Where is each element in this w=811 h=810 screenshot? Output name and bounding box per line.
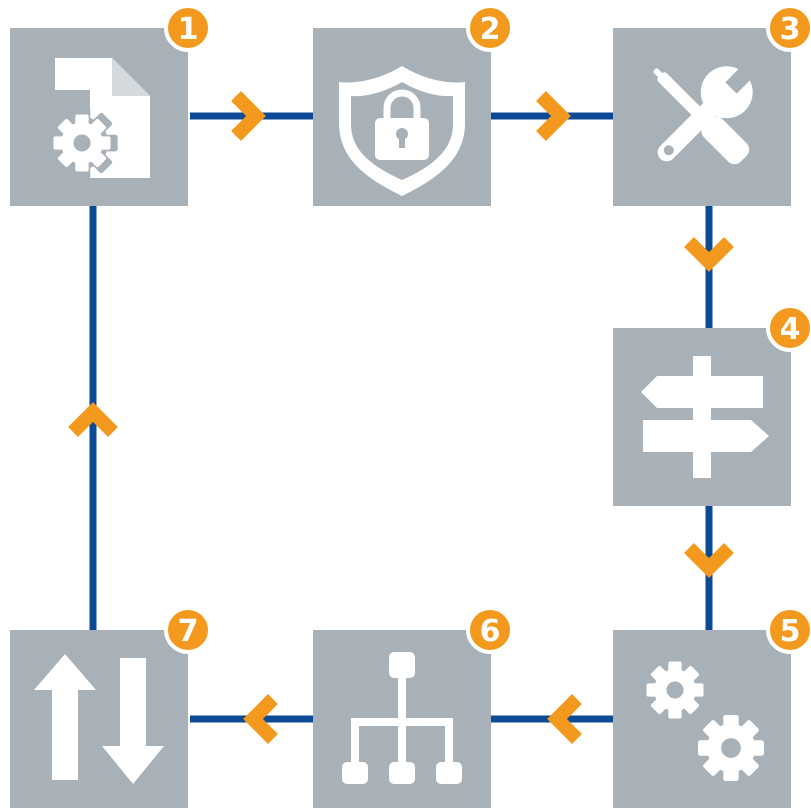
signpost-icon <box>641 356 769 478</box>
step-box-7 <box>10 630 188 808</box>
step-badge: 4 <box>766 304 811 352</box>
step-number: 3 <box>780 12 801 47</box>
arrow-right-icon <box>231 91 266 141</box>
direction-arrows <box>68 91 734 744</box>
step-box-5 <box>613 630 791 808</box>
step-number: 7 <box>178 614 199 649</box>
gears-icon <box>646 661 764 781</box>
shield-lock-icon <box>339 66 465 196</box>
step-badge: 3 <box>766 4 811 52</box>
arrow-left-icon <box>243 694 278 744</box>
arrow-left-icon <box>547 694 582 744</box>
step-number: 5 <box>780 614 801 649</box>
step-badge: 1 <box>164 4 212 52</box>
arrow-up-icon <box>68 402 118 437</box>
arrow-down-icon <box>684 543 734 578</box>
step-badge: 2 <box>466 4 514 52</box>
step-badge: 5 <box>766 606 811 654</box>
arrow-down-icon <box>684 237 734 272</box>
step-badge: 7 <box>164 606 212 654</box>
step-number: 1 <box>178 12 199 47</box>
step-number: 2 <box>480 12 501 47</box>
hierarchy-icon <box>342 652 462 784</box>
arrow-right-icon <box>536 91 571 141</box>
badges: 1 2 3 4 5 6 7 <box>164 4 811 654</box>
step-badge: 6 <box>466 606 514 654</box>
transfer-arrows-icon <box>34 654 164 784</box>
tools-icon <box>653 62 757 165</box>
step-number: 4 <box>780 312 801 347</box>
step-number: 6 <box>480 614 501 649</box>
box-background <box>613 630 791 808</box>
document-gear-icon <box>46 58 150 179</box>
box-background <box>10 630 188 808</box>
